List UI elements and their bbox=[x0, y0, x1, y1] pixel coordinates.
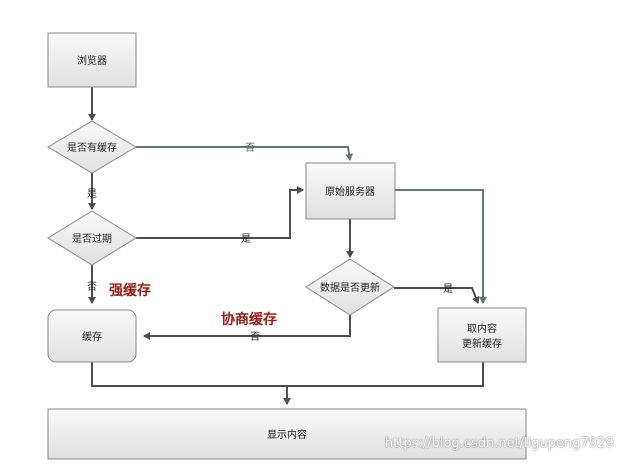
fetch-content-label: 取内容 bbox=[467, 322, 497, 335]
origin-server-box bbox=[305, 162, 396, 220]
update-cache-label: 更新缓存 bbox=[462, 337, 502, 350]
expired-label: 是否过期 bbox=[72, 232, 112, 245]
edge-updated-yes bbox=[394, 287, 480, 304]
expired-yes-label: 是 bbox=[241, 233, 251, 245]
fetch-update-box bbox=[437, 307, 527, 363]
negotiated-cache-annotation: 协商缓存 bbox=[221, 311, 277, 328]
edge-fetch-to-show bbox=[287, 362, 484, 387]
edge-has-cache-no bbox=[136, 146, 354, 161]
has-cache-diamond bbox=[47, 120, 137, 174]
show-content-label: 显示内容 bbox=[267, 428, 307, 441]
has-cache-yes-label: 是 bbox=[87, 188, 97, 200]
edge-cache-to-show bbox=[91, 362, 291, 405]
data-updated-diamond bbox=[305, 258, 395, 316]
updated-no-label: 否 bbox=[250, 331, 260, 343]
expired-no-label: 否 bbox=[87, 281, 97, 293]
has-cache-label: 是否有缓存 bbox=[67, 141, 117, 154]
browser-label: 浏览器 bbox=[77, 54, 107, 67]
strong-cache-annotation: 强缓存 bbox=[109, 282, 151, 299]
edge-expired-yes bbox=[136, 186, 304, 239]
cache-box bbox=[47, 309, 137, 363]
data-updated-label: 数据是否更新 bbox=[320, 281, 380, 294]
show-content-box bbox=[47, 408, 527, 460]
browser-box bbox=[47, 32, 137, 88]
origin-server-label: 原始服务器 bbox=[325, 185, 375, 198]
updated-yes-label: 是 bbox=[443, 283, 453, 295]
has-cache-no-label: 否 bbox=[245, 142, 255, 154]
edge-updated-no bbox=[143, 313, 351, 340]
cache-label: 缓存 bbox=[82, 330, 102, 343]
edge-server-to-fetch bbox=[395, 189, 487, 304]
watermark-text: https://blog.csdn.net/ligupeng7929 bbox=[385, 436, 614, 451]
expired-diamond bbox=[47, 210, 137, 266]
